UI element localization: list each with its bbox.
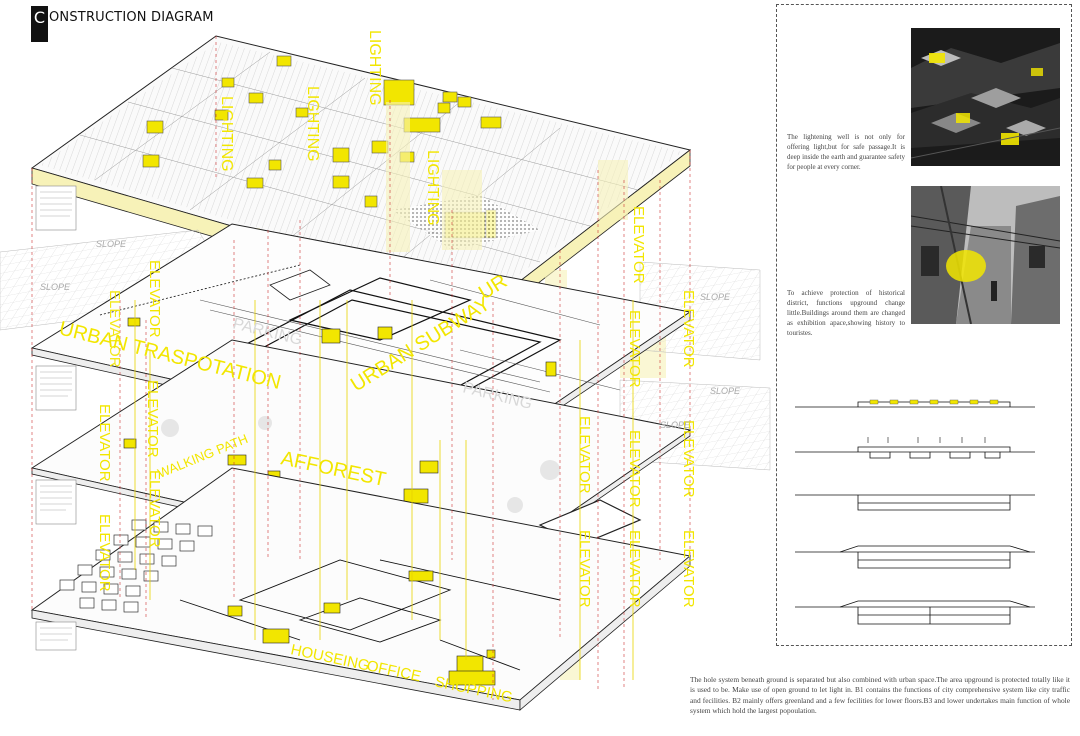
label-slope-1: SLOPE	[96, 239, 127, 249]
label-lighting-2: LIGHTING	[218, 96, 235, 172]
label-lighting-4: LIGHTING	[424, 150, 441, 226]
diagram-title: C ONSTRUCTION DIAGRAM	[31, 6, 214, 42]
lightwell-caption: The lightening well is not only for offe…	[787, 133, 905, 171]
title-initial-block: C	[31, 6, 48, 42]
slope-labels: SLOPE SLOPE SLOPE SLOPE SLOPE	[40, 239, 741, 430]
label-elevator-3: ELEVATOR	[144, 380, 161, 458]
elevator-shafts	[134, 300, 634, 680]
label-elevator-11: ELEVATOR	[626, 430, 643, 508]
label-elevator-2: ELEVATOR	[106, 290, 123, 368]
label-slope-4: SLOPE	[710, 386, 741, 396]
summary-paragraph: The hole system beneath ground is separa…	[690, 675, 1070, 716]
label-elevator-5: ELEVATOR	[146, 470, 163, 548]
label-lighting-3: LIGHTING	[304, 86, 321, 162]
label-elevator-15: ELEVATOR	[576, 530, 593, 608]
label-elevator-6: ELEVATOR	[96, 514, 113, 592]
section-diagrams	[795, 401, 1035, 625]
section-arrows	[867, 437, 986, 443]
label-slope-2: SLOPE	[40, 282, 71, 292]
label-elevator-1: ELEVATOR	[146, 260, 163, 338]
housing-blocks	[59, 519, 213, 613]
label-elevator-4: ELEVATOR	[96, 404, 113, 482]
label-elevator-12: ELEVATOR	[576, 416, 593, 494]
label-elevator-14: ELEVATOR	[626, 530, 643, 608]
core-lines	[31, 36, 691, 700]
label-elevator-13: ELEVATOR	[680, 530, 697, 608]
label-slope-3: SLOPE	[700, 292, 731, 302]
label-lighting-1: LIGHTING	[366, 30, 383, 106]
section-bumps	[869, 399, 999, 405]
b3-layer	[30, 467, 692, 711]
slope-grids	[0, 229, 771, 471]
lightwell-photo	[911, 28, 1060, 166]
side-panel-frame	[776, 4, 1072, 646]
layer-tag-lines	[40, 191, 72, 641]
label-elevator-7: ELEVATOR	[630, 206, 647, 284]
label-elevator-8: ELEVATOR	[680, 290, 697, 368]
street-photo	[911, 186, 1060, 324]
layer-tags	[35, 185, 77, 651]
label-slope-5: SLOPE	[660, 420, 691, 430]
label-elevator-10: ELEVATOR	[680, 420, 697, 498]
protection-caption: To achieve protection of historical dist…	[787, 289, 905, 337]
label-elevator-9: ELEVATOR	[626, 310, 643, 388]
title-text: ONSTRUCTION DIAGRAM	[49, 9, 214, 25]
